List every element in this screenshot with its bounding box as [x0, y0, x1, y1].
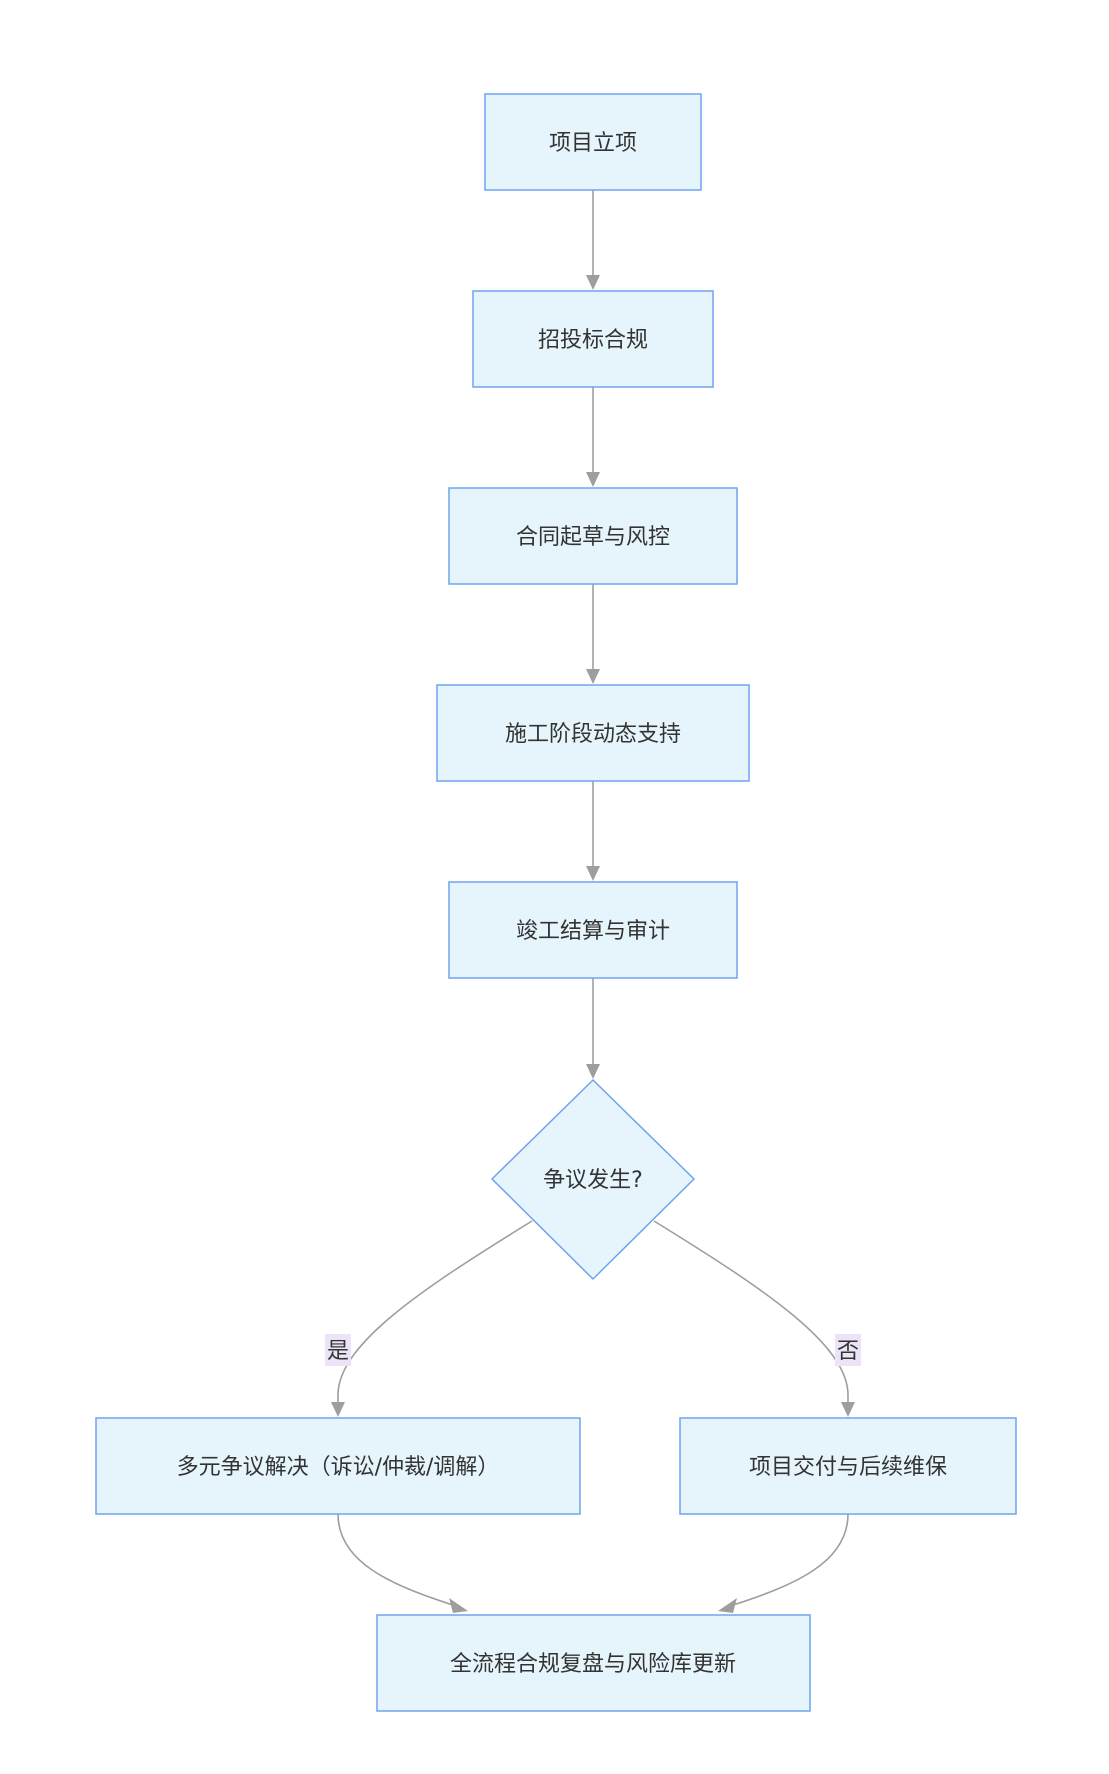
edge-label-yes-text: 是 [327, 1339, 349, 1364]
arrow-construction-settlement [586, 866, 600, 881]
node-bidding: 招投标合规 [472, 290, 714, 388]
arrow-decision-dispute [331, 1402, 345, 1417]
arrow-dispute-review [449, 1598, 468, 1613]
edge-dispute-review [337, 1513, 457, 1607]
arrow-settlement-decision [586, 1064, 600, 1079]
node-settlement: 竣工结算与审计 [448, 881, 738, 979]
arrow-contract-construction [586, 669, 600, 684]
edges [331, 190, 855, 1613]
arrow-delivery-review [718, 1598, 737, 1613]
node-contract: 合同起草与风控 [448, 487, 738, 585]
node-delivery-label: 项目交付与后续维保 [749, 1455, 947, 1480]
node-settlement-label: 竣工结算与审计 [516, 919, 670, 944]
arrow-bidding-contract [586, 472, 600, 487]
edge-label-no-text: 否 [837, 1339, 859, 1364]
arrow-decision-delivery [841, 1402, 855, 1417]
node-decision-label: 争议发生? [543, 1168, 643, 1193]
node-start-label: 项目立项 [549, 131, 637, 156]
node-construction-label: 施工阶段动态支持 [505, 722, 681, 747]
node-delivery: 项目交付与后续维保 [679, 1417, 1017, 1515]
node-contract-label: 合同起草与风控 [516, 525, 670, 550]
node-decision: 争议发生? [490, 1078, 696, 1281]
edge-label-yes: 是 [325, 1334, 351, 1366]
edge-decision-delivery [653, 1220, 849, 1402]
node-start: 项目立项 [484, 93, 702, 191]
edge-delivery-review [729, 1513, 849, 1607]
node-review: 全流程合规复盘与风险库更新 [376, 1614, 811, 1712]
arrow-start-bidding [586, 275, 600, 290]
edge-decision-dispute [337, 1220, 533, 1402]
node-dispute: 多元争议解决（诉讼/仲裁/调解） [95, 1417, 581, 1515]
node-bidding-label: 招投标合规 [538, 328, 648, 353]
node-review-label: 全流程合规复盘与风险库更新 [450, 1652, 736, 1677]
node-construction: 施工阶段动态支持 [436, 684, 750, 782]
node-dispute-label: 多元争议解决（诉讼/仲裁/调解） [177, 1455, 500, 1480]
edge-label-no: 否 [835, 1334, 861, 1366]
